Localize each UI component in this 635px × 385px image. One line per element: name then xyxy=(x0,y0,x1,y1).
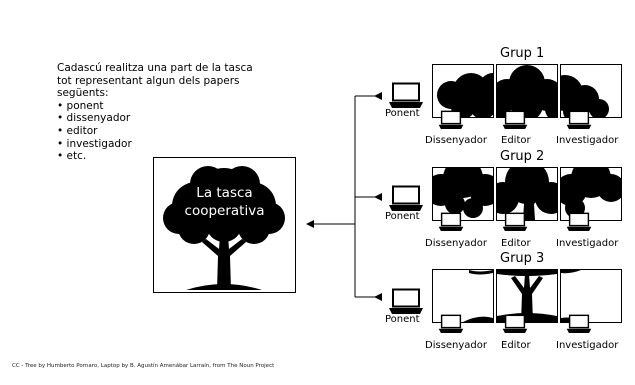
task-title-line-1: La tasca xyxy=(196,185,253,201)
speaker-label: Ponent xyxy=(385,108,420,119)
role-label-investigador: Investigador xyxy=(556,135,619,146)
role-list: ponent dissenyador editor investigador e… xyxy=(57,100,287,163)
task-title-line-2: cooperativa xyxy=(184,203,265,219)
speaker-label: Ponent xyxy=(385,314,420,325)
tree-icon xyxy=(163,166,285,290)
tree-fragment-icon xyxy=(433,168,493,218)
intro-line-3: següents: xyxy=(57,87,109,100)
laptop-icon xyxy=(389,185,423,211)
role-label-investigador: Investigador xyxy=(556,340,619,351)
cooperative-task-box: La tasca cooperativa xyxy=(153,157,296,293)
role-label-editor: Editor xyxy=(501,238,531,249)
role-label-dissenyador: Dissenyador xyxy=(425,135,488,146)
role-label-editor: Editor xyxy=(501,135,531,146)
laptop-icon xyxy=(566,110,592,130)
group-1-panel-editor xyxy=(496,64,558,118)
role-list-item: investigador xyxy=(57,138,287,151)
group-3-panel-dissenyador xyxy=(432,269,494,323)
group-1-panel-investigador xyxy=(560,64,622,118)
group-1-title: Grup 1 xyxy=(500,46,545,61)
credit-text: CC - Tree by Humberto Pornaro, Laptop by… xyxy=(12,363,275,369)
laptop-icon xyxy=(502,110,528,130)
intro-line-1: Cadascú realitza una part de la tasca xyxy=(57,62,253,74)
role-list-item: ponent xyxy=(57,100,287,113)
group-3-panel-editor xyxy=(496,269,558,323)
role-label-investigador: Investigador xyxy=(556,238,619,249)
role-list-item: dissenyador xyxy=(57,112,287,125)
intro-text: Cadascú realitza una part de la tasca to… xyxy=(57,62,287,163)
group-3-panel-investigador xyxy=(560,269,622,323)
role-list-item: etc. xyxy=(57,150,287,163)
laptop-icon xyxy=(438,110,464,130)
group-2-panel-dissenyador xyxy=(432,167,494,221)
role-label-editor: Editor xyxy=(501,340,531,351)
tree-fragment-icon xyxy=(497,65,557,117)
laptop-icon xyxy=(438,212,464,232)
tree-fragment-icon xyxy=(561,168,621,218)
group-2-title: Grup 2 xyxy=(500,149,545,164)
laptop-icon xyxy=(566,212,592,232)
tree-fragment-icon xyxy=(463,270,493,322)
group-2-panel-investigador xyxy=(560,167,622,221)
tree-fragment-icon xyxy=(497,168,557,220)
laptop-icon xyxy=(389,82,423,108)
laptop-icon xyxy=(502,314,528,334)
role-list-item: editor xyxy=(57,125,287,138)
intro-line-2: tot representant algun dels papers xyxy=(57,74,240,87)
role-label-dissenyador: Dissenyador xyxy=(425,340,488,351)
speaker-label: Ponent xyxy=(385,211,420,222)
group-2-panel-editor xyxy=(496,167,558,221)
laptop-icon xyxy=(502,212,528,232)
task-title: La tasca cooperativa xyxy=(154,184,295,220)
group-3-title: Grup 3 xyxy=(500,251,545,266)
laptop-icon xyxy=(566,314,592,334)
role-label-dissenyador: Dissenyador xyxy=(425,238,488,249)
laptop-icon xyxy=(389,288,423,314)
laptop-icon xyxy=(438,314,464,334)
